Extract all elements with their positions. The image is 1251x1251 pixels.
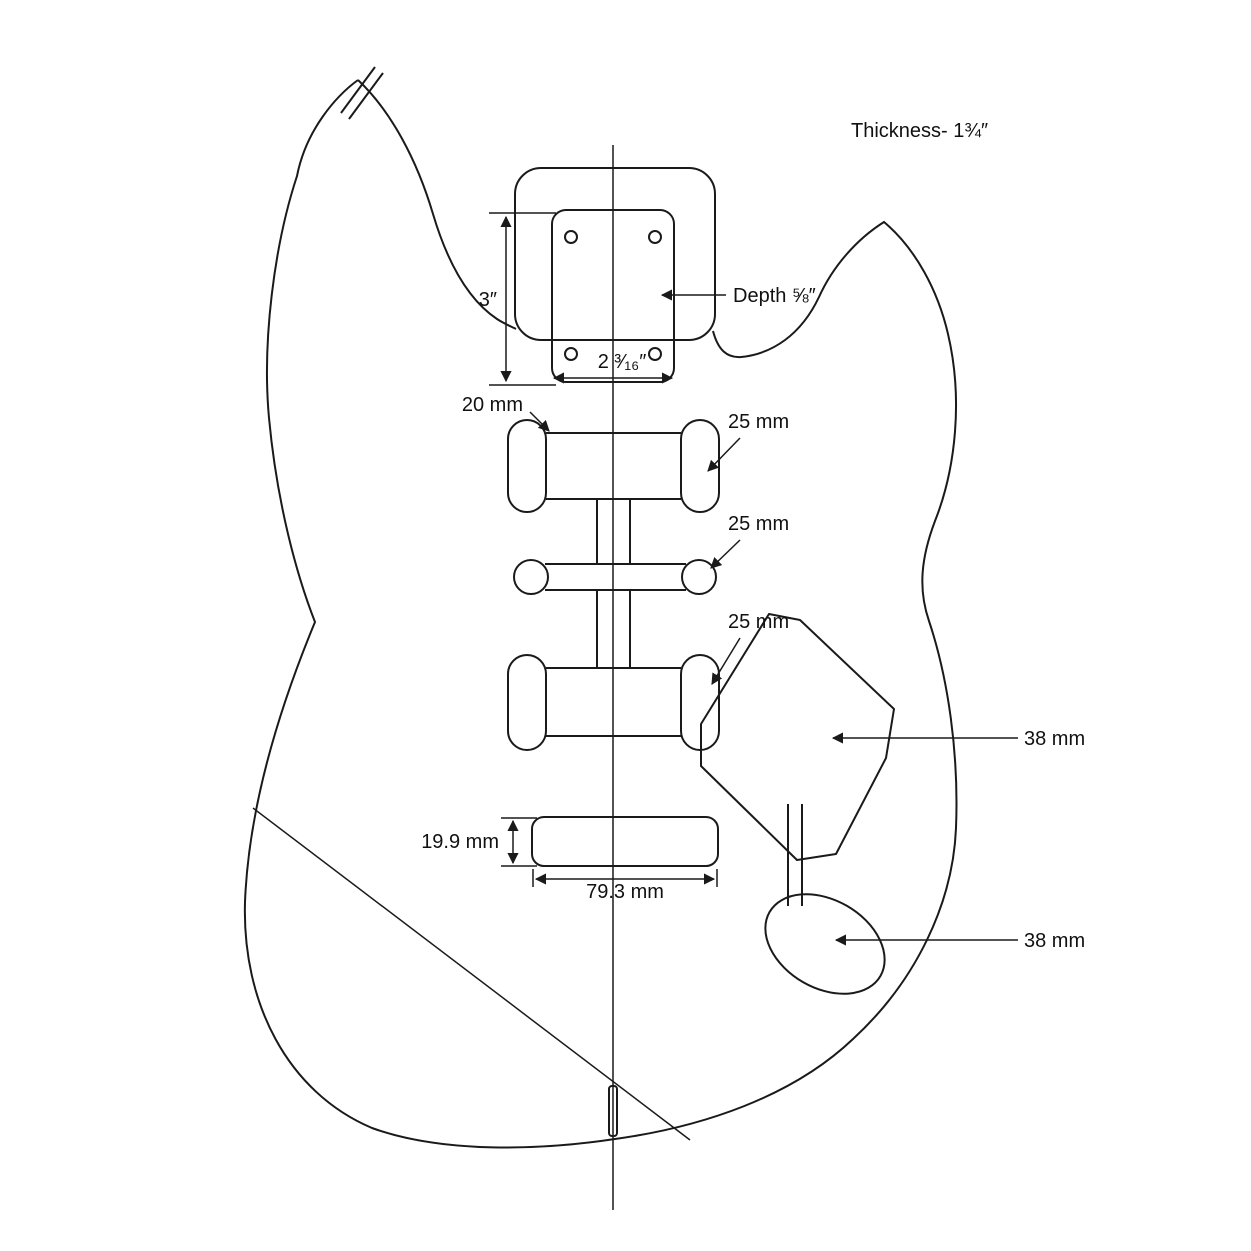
spring-cavity-width-label: 79.3 mm bbox=[586, 881, 664, 903]
lower-strap-button bbox=[608, 1085, 618, 1137]
dimension-pocket-length: 3″ bbox=[479, 212, 556, 386]
pocket-depth-label: Depth ⅝″ bbox=[733, 285, 816, 307]
neck-route-label: 25 mm bbox=[728, 411, 789, 433]
trem-arm-cavity bbox=[764, 893, 886, 995]
trem-route-label: 38 mm bbox=[1024, 728, 1085, 750]
neck-pocket-route bbox=[514, 167, 716, 341]
dimension-neck-route-ear: 20 mm bbox=[462, 394, 550, 432]
bridge-route-label: 25 mm bbox=[728, 611, 789, 633]
dimension-neck-route: 25 mm bbox=[707, 411, 789, 472]
dimension-trem-route: 38 mm bbox=[831, 728, 1085, 750]
dimension-spring-cavity-width: 79.3 mm bbox=[532, 869, 718, 903]
belly-contour-line bbox=[252, 807, 691, 1141]
middle-pickup-route bbox=[513, 559, 717, 595]
neck-screw-hole bbox=[564, 230, 578, 244]
trem-arm-channel bbox=[787, 804, 803, 906]
neck-screw-hole bbox=[648, 230, 662, 244]
neck-screw-hole bbox=[648, 347, 662, 361]
pocket-width-label: 2 ³⁄₁₆″ bbox=[598, 351, 647, 373]
tremolo-route bbox=[700, 613, 895, 861]
thickness-label: Thickness- 1¾″ bbox=[851, 120, 988, 142]
dimension-middle-route: 25 mm bbox=[710, 513, 789, 569]
middle-route-label: 25 mm bbox=[728, 513, 789, 535]
neck-route-ear-label: 20 mm bbox=[462, 394, 523, 416]
pocket-length-label: 3″ bbox=[479, 289, 497, 311]
trem-arm-cavity-label: 38 mm bbox=[1024, 930, 1085, 952]
wire-channel bbox=[596, 499, 631, 668]
upper-strap-button bbox=[340, 66, 384, 120]
dimension-spring-cavity-height: 19.9 mm bbox=[421, 817, 537, 867]
spring-cavity-height-label: 19.9 mm bbox=[421, 831, 499, 853]
spring-cavity bbox=[531, 816, 719, 867]
dimension-pocket-depth: Depth ⅝″ bbox=[660, 285, 816, 307]
dimension-pocket-width: 2 ³⁄₁₆″ bbox=[552, 351, 674, 384]
neck-screw-hole bbox=[564, 347, 578, 361]
dimension-trem-arm-cavity: 38 mm bbox=[834, 930, 1085, 952]
dimension-bridge-route: 25 mm bbox=[711, 611, 789, 685]
guitar-body-outline bbox=[243, 79, 958, 1149]
bridge-pickup-route bbox=[507, 654, 720, 751]
